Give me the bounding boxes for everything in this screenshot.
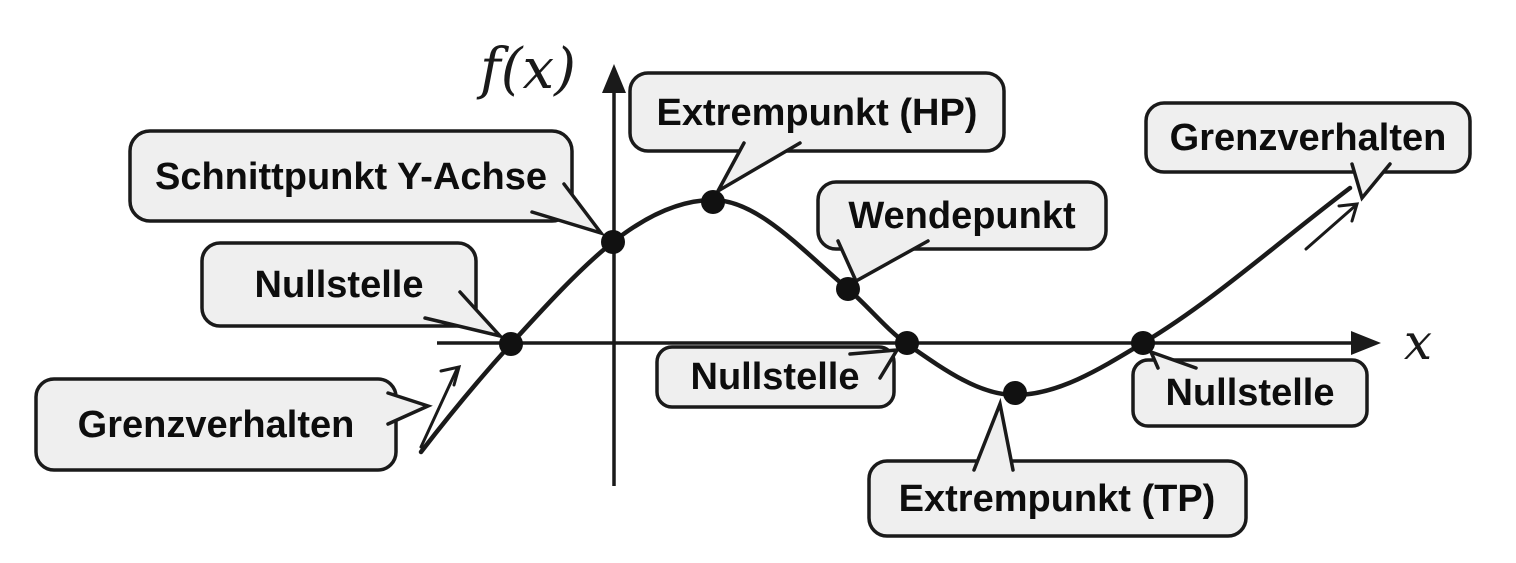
callout-nullstelle-left: Nullstelle: [200, 241, 506, 340]
callout-wendepunkt: Wendepunkt: [816, 180, 1108, 284]
y-axis-arrowhead: [602, 64, 626, 93]
callout-label: Extrempunkt (TP): [899, 478, 1216, 520]
x-axis-arrowhead: [1351, 331, 1381, 355]
callout-bubble: [1131, 358, 1369, 428]
callout-nullstelle-mid: Nullstelle: [655, 345, 901, 409]
point-wendepunkt: [836, 277, 860, 301]
callout-tail: [713, 141, 802, 196]
callout-tail: [848, 347, 901, 380]
callout-bubble: [628, 71, 1006, 153]
point-extremum-hp: [701, 190, 725, 214]
y-axis-label: f(x): [476, 37, 576, 102]
point-extremum-tp: [1003, 381, 1027, 405]
callout-grenzverhalten-left: Grenzverhalten: [34, 377, 433, 472]
callout-label: Nullstelle: [691, 356, 860, 398]
callout-extrempunkt-tp: Extrempunkt (TP): [867, 397, 1248, 538]
point-nullstelle-right: [1131, 331, 1155, 355]
callout-label: Extrempunkt (HP): [657, 92, 978, 134]
callout-label: Nullstelle: [255, 264, 424, 306]
callout-tail: [386, 391, 433, 426]
callout-bubble: [34, 377, 398, 472]
callout-tail: [1147, 348, 1198, 370]
callout-label: Nullstelle: [1166, 372, 1335, 414]
limit-arrow-left: [419, 364, 462, 449]
callout-nullstelle-right: Nullstelle: [1131, 348, 1369, 428]
callout-bubble: [655, 345, 896, 409]
callout-tail: [1350, 162, 1392, 202]
callout-bubble: [867, 459, 1248, 538]
callout-extrempunkt-hp: Extrempunkt (HP): [628, 71, 1006, 196]
limit-arrow-right: [1304, 202, 1360, 251]
callout-label: Wendepunkt: [848, 195, 1076, 237]
x-axis-label: x: [1404, 313, 1432, 371]
point-nullstelle-mid: [895, 331, 919, 355]
callout-tail: [530, 182, 606, 237]
callout-label: Grenzverhalten: [78, 404, 355, 446]
callout-tail: [423, 290, 506, 340]
callout-bubble: [128, 129, 574, 223]
point-nullstelle-left: [499, 332, 523, 356]
callout-label: Schnittpunkt Y-Achse: [155, 156, 547, 198]
callout-schnittpunkt-y-achse: Schnittpunkt Y-Achse: [128, 129, 606, 237]
callout-grenzverhalten-right: Grenzverhalten: [1144, 101, 1472, 202]
callout-label: Grenzverhalten: [1170, 117, 1447, 159]
callout-tail: [972, 397, 1015, 472]
callout-bubble: [816, 180, 1108, 251]
callout-bubble: [1144, 101, 1472, 174]
callout-tail: [836, 239, 930, 284]
callout-bubble: [200, 241, 478, 328]
point-y-intercept: [601, 230, 625, 254]
